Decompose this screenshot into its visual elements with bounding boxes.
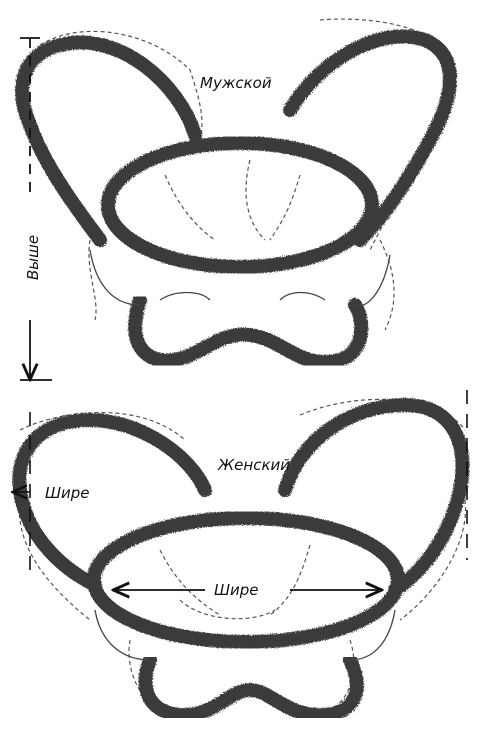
- male-pubic-arch: [135, 300, 361, 362]
- male-pelvic-inlet: [108, 143, 372, 267]
- female-right-iliac-wing: [285, 405, 463, 590]
- side-wider-label: Шире: [45, 484, 90, 502]
- female-pelvis: Женский: [19, 399, 465, 715]
- male-pelvis: Мужской: [22, 19, 455, 362]
- female-pelvis-ghost-outline: [19, 399, 465, 710]
- height-label: Выше: [24, 235, 42, 280]
- male-label: Мужской: [200, 74, 272, 92]
- female-left-iliac-wing: [19, 420, 205, 585]
- inlet-wider-label: Шире: [214, 581, 259, 599]
- female-pubic-arch: [145, 660, 356, 715]
- female-pelvic-inlet: [94, 518, 398, 642]
- male-sacrum-sketch: [165, 160, 300, 240]
- female-label: Женский: [217, 456, 290, 474]
